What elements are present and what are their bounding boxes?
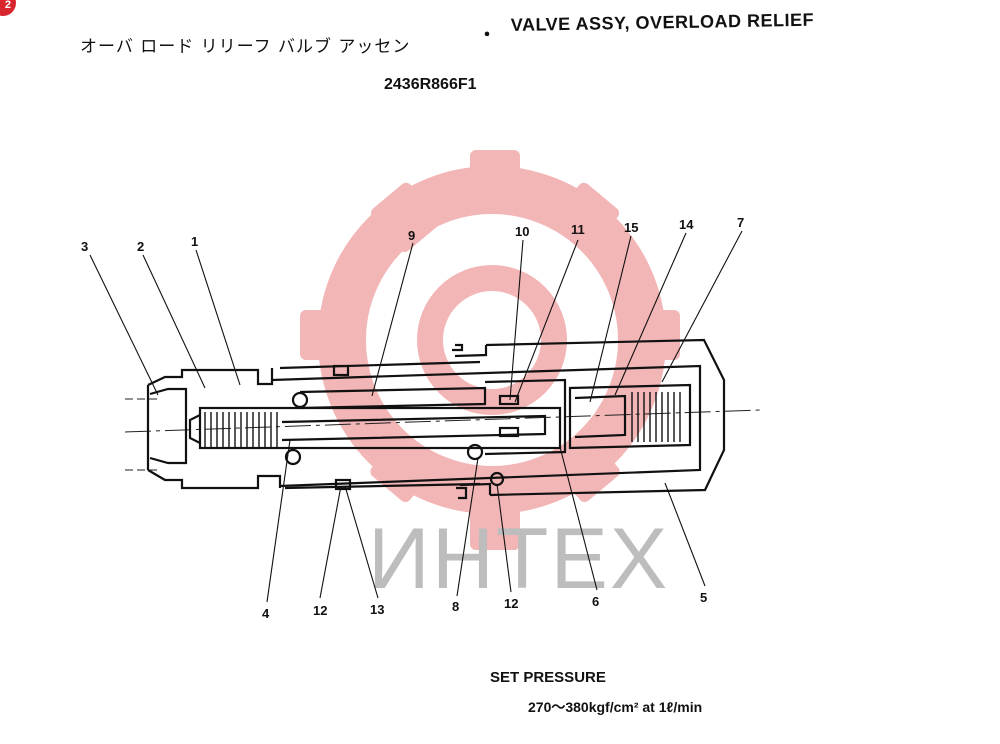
- title-separator: ・: [478, 25, 496, 45]
- watermark-text: ИНТЕХ: [368, 511, 669, 607]
- callout-10: 10: [515, 224, 529, 239]
- callout-1: 1: [191, 234, 198, 249]
- callout-9: 9: [408, 228, 415, 243]
- callout-labels: 3 2 1 9 10 11 15 14 7 4 12 13 8 12 6 5: [81, 215, 744, 621]
- callout-7: 7: [737, 215, 744, 230]
- title-japanese: オーバ ロード リリーフ バルブ アッセン: [80, 37, 411, 57]
- callout-2: 2: [137, 239, 144, 254]
- callout-6: 6: [592, 594, 599, 609]
- page-number-badge: 2: [0, 0, 16, 16]
- callout-3: 3: [81, 239, 88, 254]
- callout-14: 14: [679, 217, 694, 232]
- callout-15: 15: [624, 220, 638, 235]
- part-number: 2436R866F1: [384, 76, 477, 93]
- callout-12-left: 12: [313, 603, 327, 618]
- callout-13: 13: [370, 602, 384, 617]
- watermark-gear-logo: [300, 150, 680, 550]
- callout-8: 8: [452, 599, 459, 614]
- center-line: [124, 398, 761, 471]
- leader-lines: [89, 230, 743, 603]
- callout-12-right: 12: [504, 596, 518, 611]
- set-pressure-value: 270～380kgf/cm² at 1ℓ/min: [528, 699, 703, 715]
- callout-5: 5: [700, 590, 707, 605]
- callout-11: 11: [571, 222, 585, 237]
- set-pressure-label: SET PRESSURE: [490, 669, 606, 686]
- callout-4: 4: [262, 606, 270, 621]
